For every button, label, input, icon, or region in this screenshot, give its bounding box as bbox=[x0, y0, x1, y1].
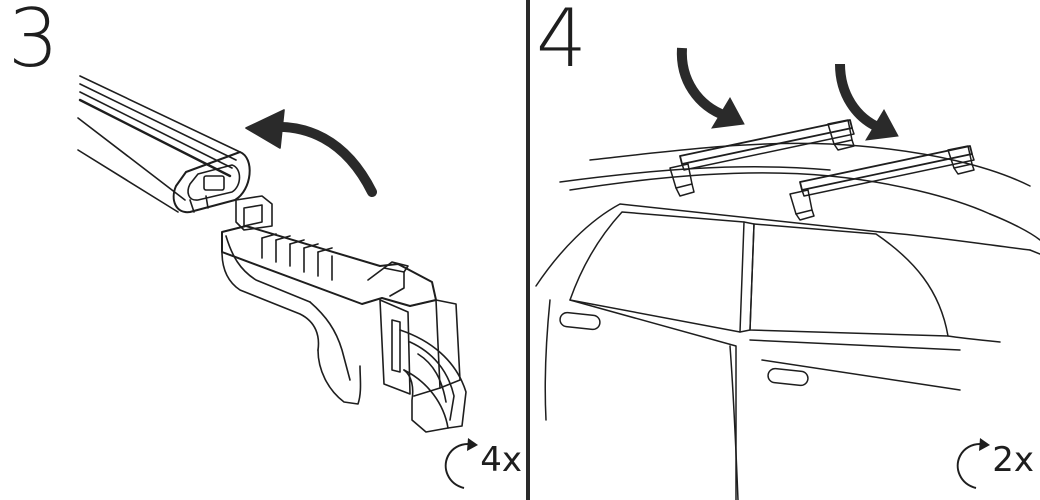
repeat-indicator: 2x bbox=[946, 434, 1036, 494]
step-3-panel: 3 bbox=[8, 0, 524, 494]
repeat-indicator: 4x bbox=[434, 434, 524, 494]
car-body bbox=[535, 142, 1040, 500]
panel-divider bbox=[526, 0, 530, 500]
crossbar-rear bbox=[789, 145, 975, 221]
slide-arrow bbox=[245, 109, 377, 197]
crossbar-front bbox=[669, 119, 855, 197]
roof-foot bbox=[221, 195, 467, 433]
crossbar-profile bbox=[77, 75, 251, 214]
placement-arrows bbox=[676, 47, 899, 141]
step-4-panel: 4 bbox=[530, 0, 1040, 500]
car-roof-illustration bbox=[535, 47, 1040, 500]
step-number: 4 bbox=[536, 0, 587, 85]
bar-foot-assembly-illustration bbox=[77, 75, 467, 433]
rotate-arrow-icon bbox=[444, 438, 478, 489]
step-number: 3 bbox=[8, 0, 59, 85]
rotate-arrow-icon bbox=[956, 438, 990, 489]
repeat-count: 4x bbox=[480, 440, 522, 480]
repeat-count: 2x bbox=[992, 440, 1034, 480]
